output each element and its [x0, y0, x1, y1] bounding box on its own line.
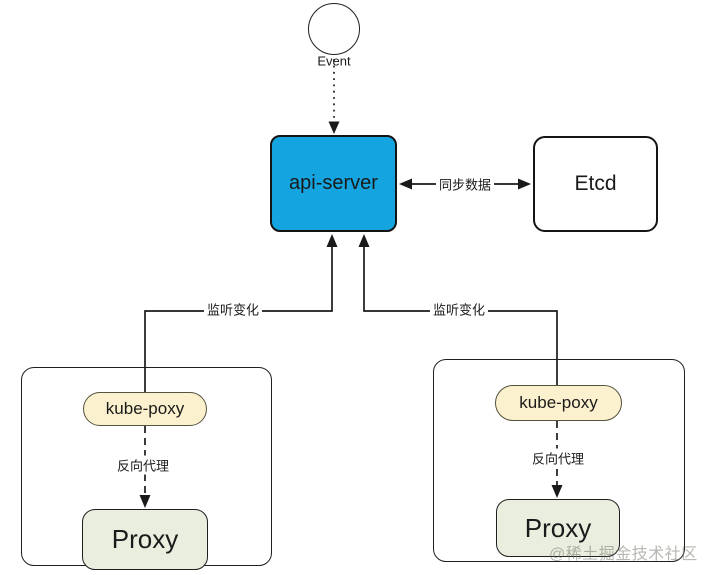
etcd-node: Etcd — [533, 136, 658, 232]
kube-poxy-label-right: kube-poxy — [519, 393, 598, 412]
proxy-node-right: Proxy — [496, 499, 620, 557]
kube-poxy-label-left: kube-poxy — [105, 399, 185, 418]
kube-poxy-node-left: kube-poxy — [83, 392, 207, 426]
edge-reverse-proxy-right — [551, 421, 563, 498]
api-server-label: api-server — [289, 172, 378, 194]
etcd-label: Etcd — [574, 172, 617, 195]
watch-changes-edge-label-left: 监听变化 — [203, 299, 263, 319]
juejin-watermark: @稀土掘金技术社区 — [549, 546, 698, 563]
event-circle-node — [308, 3, 360, 55]
proxy-node-left: Proxy — [82, 509, 208, 570]
watch-changes-edge-label-right: 监听变化 — [429, 299, 489, 319]
proxy-label-left: Proxy — [111, 524, 179, 554]
kube-poxy-node-right: kube-poxy — [495, 385, 622, 421]
sync-data-edge-label: 同步数据 — [435, 174, 495, 194]
edge-reverse-proxy-left — [139, 426, 151, 508]
api-server-node: api-server — [270, 135, 397, 232]
edge-event-to-api-server — [328, 53, 340, 134]
reverse-proxy-edge-label-right: 反向代理 — [528, 448, 588, 468]
proxy-label-right: Proxy — [524, 512, 592, 543]
reverse-proxy-edge-label-left: 反向代理 — [113, 455, 173, 475]
event-label: Event — [317, 53, 351, 69]
